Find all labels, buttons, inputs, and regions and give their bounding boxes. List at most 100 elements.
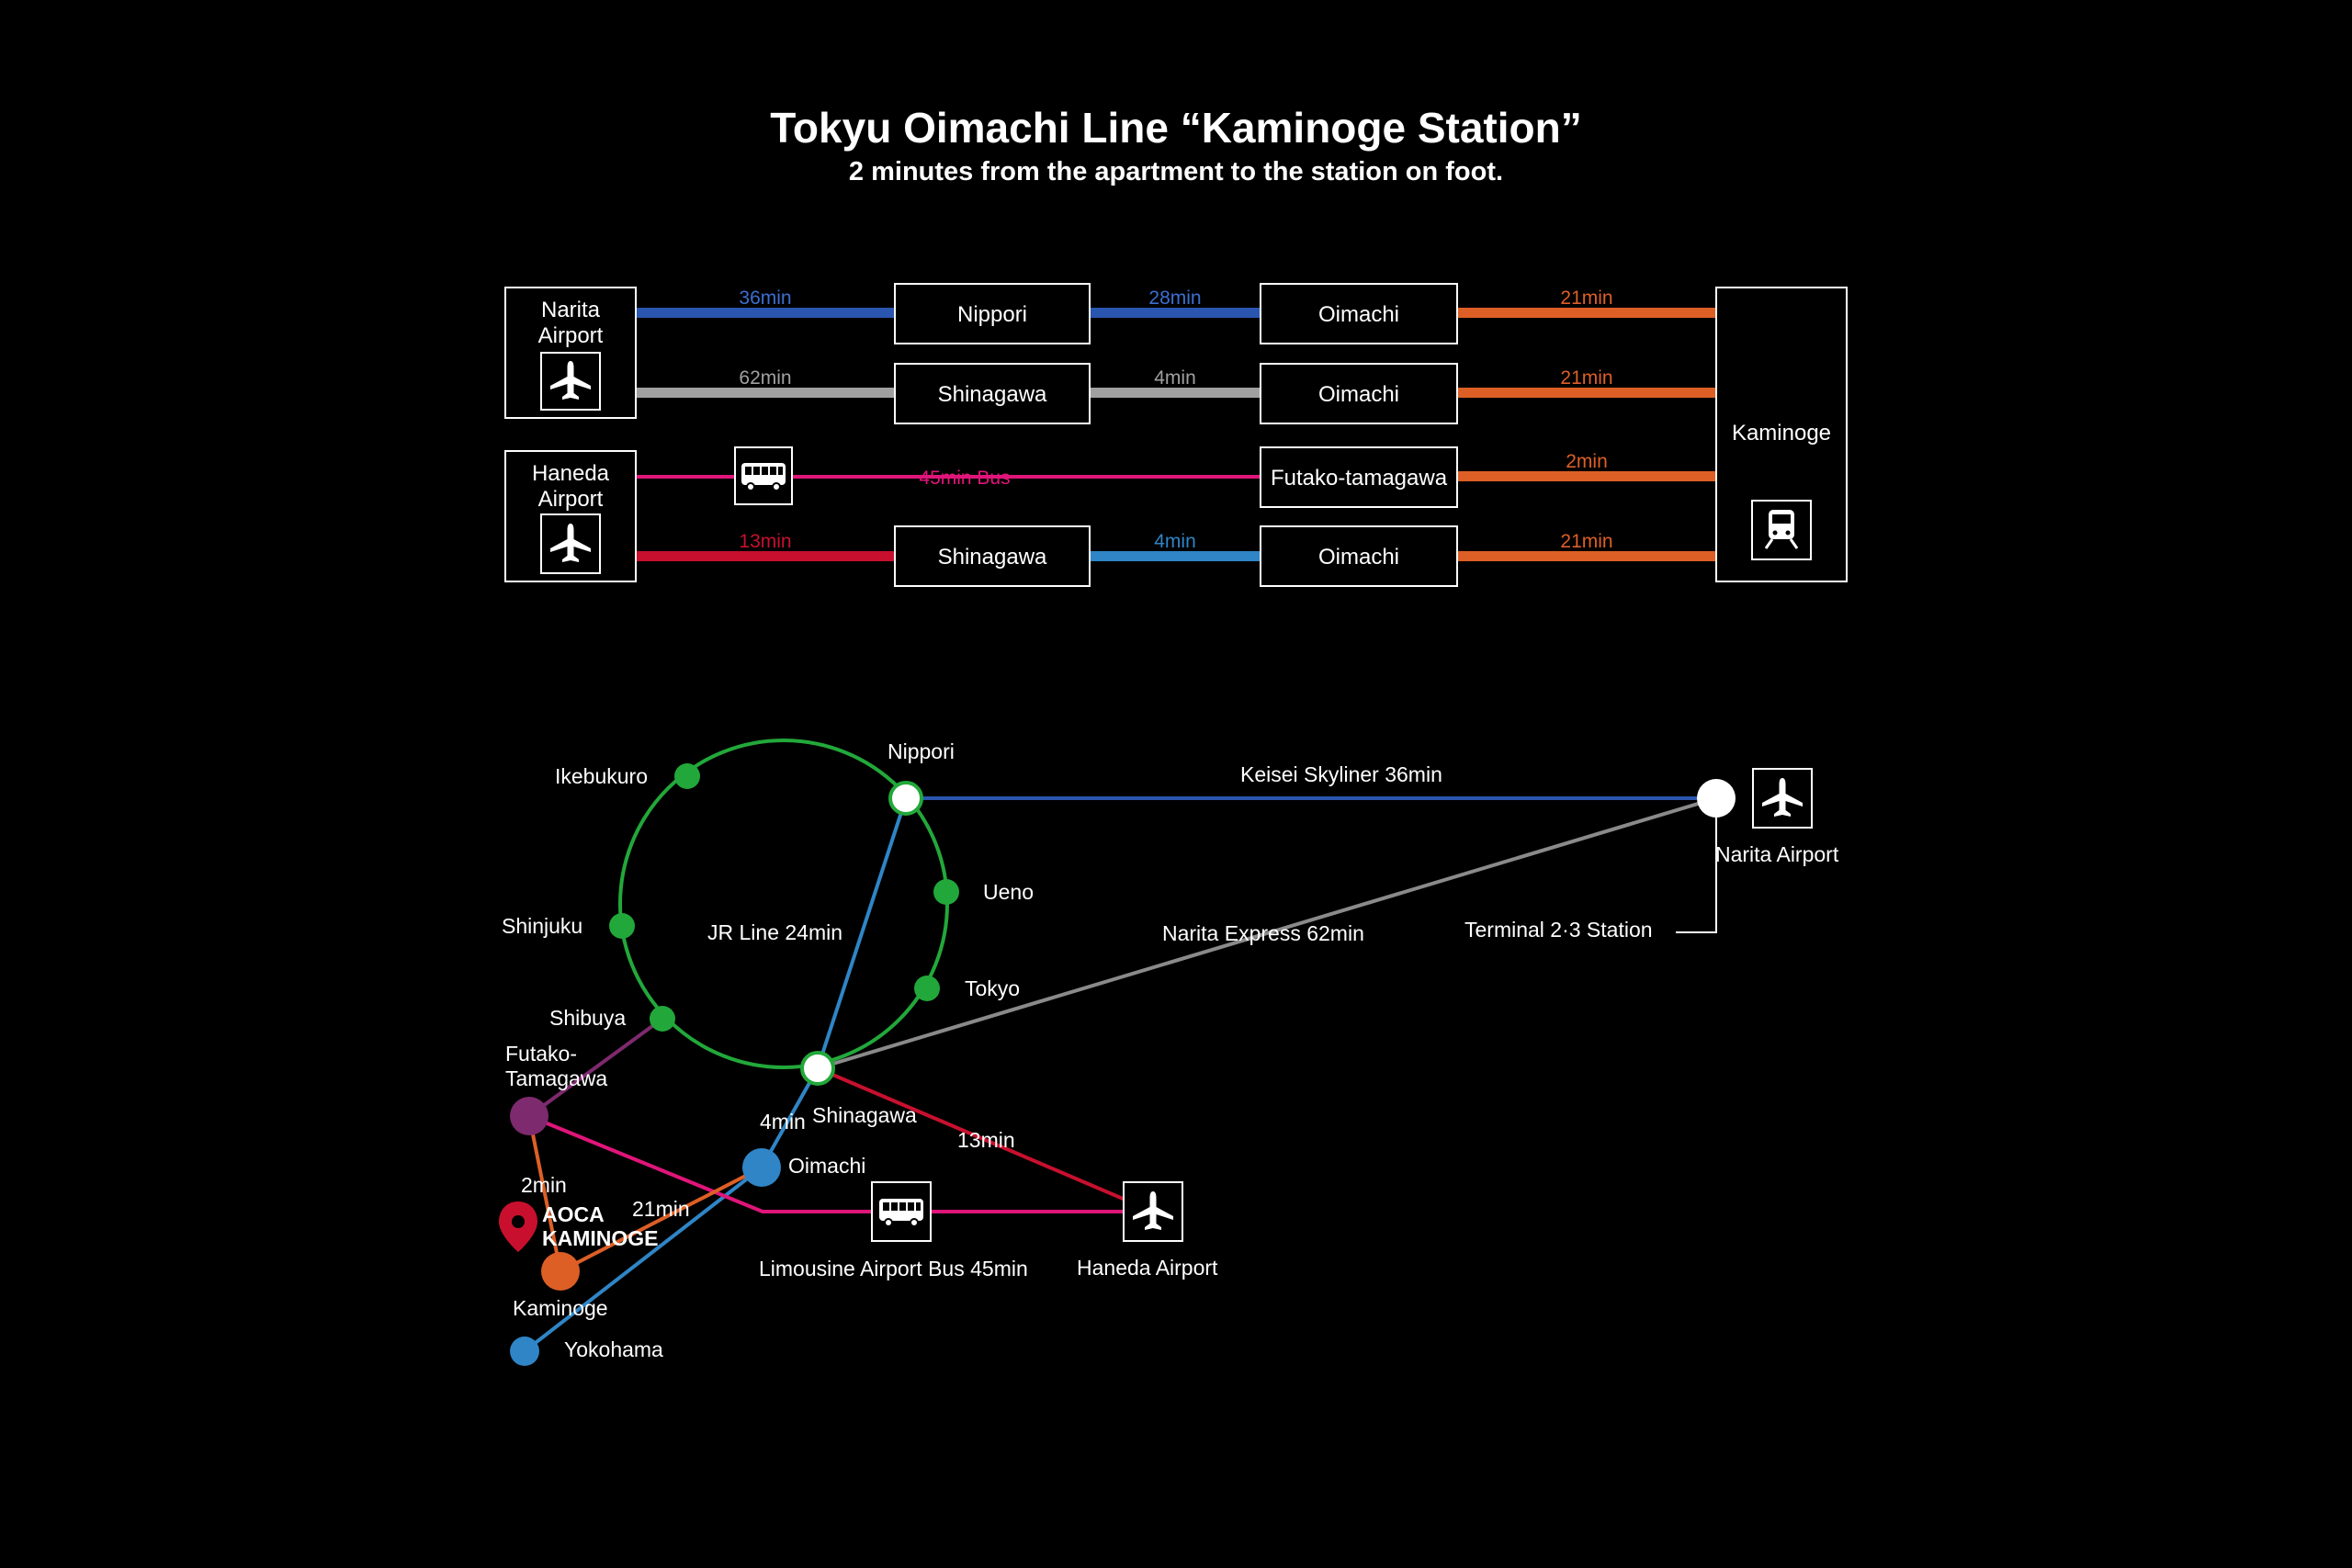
destination-box-kaminoge: Kaminoge xyxy=(1715,287,1848,582)
time-label: 62min xyxy=(739,367,791,389)
airplane-icon xyxy=(540,513,601,574)
station-dot-nippori xyxy=(888,781,923,816)
header: Tokyu Oimachi Line “Kaminoge Station” 2 … xyxy=(0,101,2352,189)
station-label-haneda-airport: Haneda Airport xyxy=(1077,1256,1218,1280)
time-label: 21min xyxy=(1560,288,1612,309)
line-label-2min: 2min xyxy=(521,1173,567,1197)
bus-icon xyxy=(734,446,793,505)
station-dot-tokyo xyxy=(914,976,940,1001)
home-label: KAMINOGE xyxy=(542,1226,659,1250)
route-line-oimachi-kaminoge xyxy=(1457,308,1716,318)
origin-label: Airport xyxy=(538,323,604,348)
line-keihin-tohoku xyxy=(523,1166,763,1353)
route-line-narita-nippori xyxy=(636,308,895,318)
station-dot-oimachi xyxy=(742,1148,781,1187)
time-label: 36min xyxy=(739,288,791,309)
time-label: 4min xyxy=(1154,367,1196,389)
time-label: 28min xyxy=(1148,288,1201,309)
station-label-ikebukuro: Ikebukuro xyxy=(555,764,648,788)
station-box-oimachi: Oimachi xyxy=(1260,283,1458,344)
station-label-narita-airport: Narita Airport xyxy=(1715,842,1839,866)
station-box-shinagawa: Shinagawa xyxy=(894,363,1091,424)
home-label: AOCA xyxy=(542,1202,605,1226)
station-label-futako-tamagawa: Futako- xyxy=(505,1042,577,1066)
line-label-narita-express: Narita Express 62min xyxy=(1162,921,1364,945)
route-map: Ikebukuro Nippori Ueno Shinjuku Tokyo Sh… xyxy=(499,739,1839,1366)
station-label: Shinagawa xyxy=(938,382,1047,407)
origin-label: Narita xyxy=(541,298,601,322)
station-dot-shinjuku xyxy=(609,913,635,939)
station-box-futako-tamagawa: Futako-tamagawa xyxy=(1260,446,1458,508)
route-line-haneda-futako-bus xyxy=(636,475,1261,479)
route-table: 36min 28min 21min 62min 4min 21min 45min… xyxy=(504,283,1848,587)
time-label: 2min xyxy=(1566,451,1608,472)
line-label-4min: 4min xyxy=(760,1110,806,1134)
page-subtitle: 2 minutes from the apartment to the stat… xyxy=(848,157,1504,186)
station-label-ueno: Ueno xyxy=(983,880,1034,904)
station-dot-shibuya xyxy=(650,1006,675,1032)
station-label-yokohama: Yokohama xyxy=(564,1337,663,1361)
route-line-oimachi-kaminoge xyxy=(1457,551,1716,561)
route-line-futako-kaminoge xyxy=(1457,471,1716,481)
station-label-nippori: Nippori xyxy=(888,739,955,763)
time-label: 13min xyxy=(739,531,791,552)
line-label-limousine: Limousine Airport Bus 45min xyxy=(759,1257,1028,1280)
line-narita-express xyxy=(817,796,1717,1070)
airplane-icon xyxy=(540,352,601,411)
destination-label: Kaminoge xyxy=(1732,421,1831,446)
station-dot-futako-tamagawa xyxy=(510,1097,548,1135)
origin-label: Airport xyxy=(538,487,604,512)
terminal-leader-line xyxy=(1676,798,1717,933)
time-label: 4min xyxy=(1154,531,1196,552)
time-label: 45min Bus xyxy=(919,468,1010,489)
station-label: Oimachi xyxy=(1318,545,1399,570)
line-den-en-toshi xyxy=(527,1017,664,1118)
station-dot-yokohama xyxy=(510,1337,539,1366)
station-label: Nippori xyxy=(957,302,1027,327)
station-dot-ueno xyxy=(933,879,959,905)
route-line-shinagawa-oimachi xyxy=(1090,551,1261,561)
station-label: Oimachi xyxy=(1318,302,1399,327)
airplane-icon xyxy=(1752,768,1813,829)
station-label-oimachi: Oimachi xyxy=(788,1154,865,1178)
route-line-haneda-shinagawa xyxy=(636,551,895,561)
line-label-jr: JR Line 24min xyxy=(707,920,842,944)
route-line-shinagawa-oimachi xyxy=(1090,388,1261,398)
line-label-21min: 21min xyxy=(632,1197,690,1221)
location-pin-icon xyxy=(499,1201,537,1252)
page-title: Tokyu Oimachi Line “Kaminoge Station” xyxy=(770,104,1582,152)
station-box-oimachi: Oimachi xyxy=(1260,363,1458,424)
time-label: 21min xyxy=(1560,531,1612,552)
line-limousine-bus xyxy=(528,1114,1153,1213)
origin-box-haneda: Haneda Airport xyxy=(504,450,637,582)
route-line-oimachi-kaminoge xyxy=(1457,388,1716,398)
station-label: Futako-tamagawa xyxy=(1271,466,1448,491)
station-label-shinjuku: Shinjuku xyxy=(502,914,582,938)
time-label: 21min xyxy=(1560,367,1612,389)
station-box-nippori: Nippori xyxy=(894,283,1091,344)
station-box-shinagawa: Shinagawa xyxy=(894,525,1091,587)
line-label-keisei: Keisei Skyliner 36min xyxy=(1240,762,1442,786)
line-label-13min: 13min xyxy=(957,1128,1015,1152)
station-label-shinagawa: Shinagawa xyxy=(812,1103,917,1127)
station-dot-narita-terminal xyxy=(1697,779,1736,818)
station-label: Shinagawa xyxy=(938,545,1047,570)
origin-label: Haneda xyxy=(532,461,610,486)
station-label-shibuya: Shibuya xyxy=(549,1006,626,1030)
line-tokyu-ikegami xyxy=(816,797,908,1069)
station-label-tokyo: Tokyo xyxy=(965,976,1020,1000)
station-label-terminal: Terminal 2·3 Station xyxy=(1464,918,1653,942)
station-dot-ikebukuro xyxy=(674,763,700,789)
station-label-kaminoge: Kaminoge xyxy=(513,1296,608,1320)
route-line-nippori-oimachi xyxy=(1090,308,1261,318)
route-line-narita-shinagawa xyxy=(636,388,895,398)
line-oimachi xyxy=(560,1166,763,1273)
station-label-futako-tamagawa: Tamagawa xyxy=(505,1066,607,1090)
bus-icon xyxy=(871,1181,932,1242)
station-box-oimachi: Oimachi xyxy=(1260,525,1458,587)
station-dot-shinagawa xyxy=(800,1051,835,1086)
line-oimachi xyxy=(527,1115,562,1272)
station-dot-kaminoge xyxy=(541,1252,580,1291)
line-keikyu xyxy=(817,1066,1154,1213)
